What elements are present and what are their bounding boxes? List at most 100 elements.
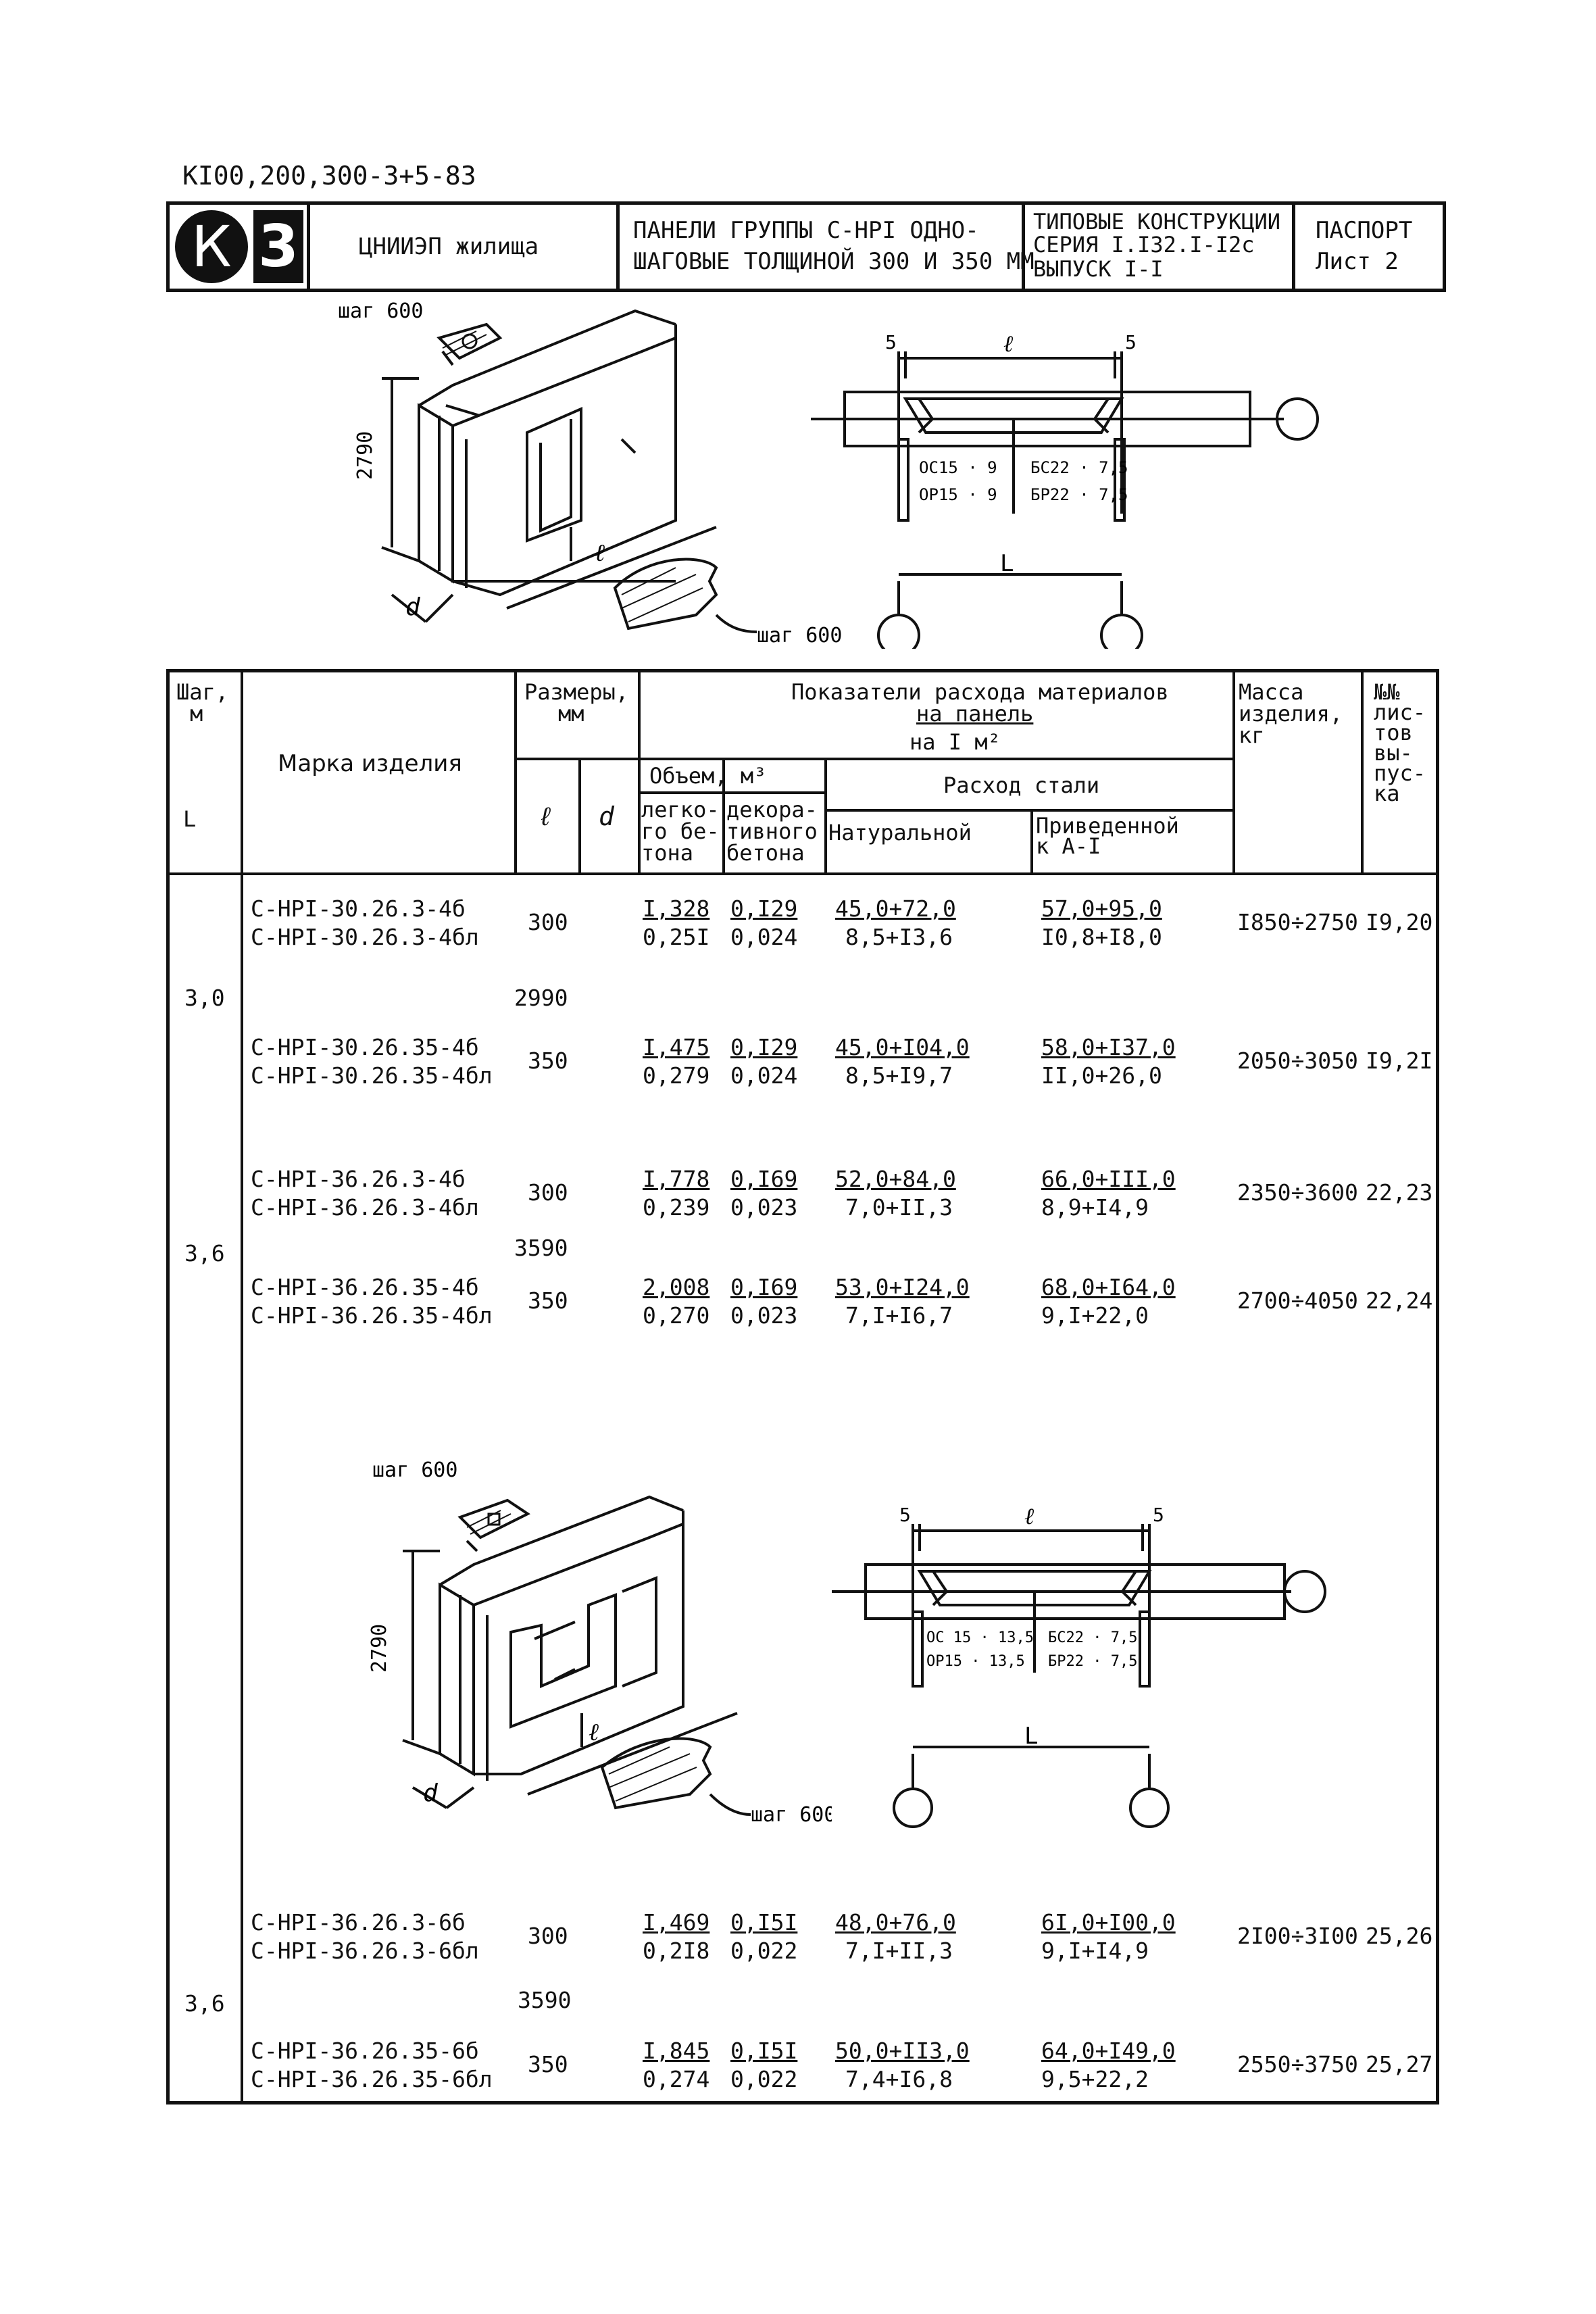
cell-mass: I850÷2750: [1237, 909, 1358, 935]
tag-bc: БС22 · 7,5: [1048, 1629, 1137, 1646]
cell-n1: 53,0+I24,0: [835, 1274, 970, 1300]
header-mark: Марка изделия: [278, 750, 462, 777]
cell-l: 300: [528, 1179, 568, 1206]
tag-op: ОР15 · 13,5: [926, 1653, 1025, 1670]
cell-m1: С-НРI-30.26.3-4б: [251, 895, 466, 922]
cell-d2: 0,024: [730, 1062, 798, 1089]
cell-d1: 0,I5I: [730, 2038, 798, 2064]
tag-oc: ОС 15 · 13,5: [926, 1629, 1034, 1646]
left-offset-dim: 5: [885, 331, 897, 353]
cell-mass: 2I00÷3I00: [1237, 1923, 1358, 1949]
header-light-3: тона: [641, 840, 694, 866]
series-line1: ТИПОВЫЕ КОНСТРУКЦИИ: [1033, 209, 1281, 235]
cell-v2: 0,270: [643, 1302, 710, 1329]
cell-l: 350: [528, 1048, 568, 1074]
cell-mass: 2050÷3050: [1237, 1048, 1358, 1074]
cell-sheets: 22,24: [1366, 1287, 1433, 1314]
cell-m1: С-НРI-36.26.35-6б: [251, 2038, 479, 2064]
step-label-bottom: шаг 600: [751, 1803, 832, 1827]
group-step: 3,6: [184, 1990, 225, 2017]
cell-mass: 2550÷3750: [1237, 2051, 1358, 2077]
left-offset-dim: 5: [899, 1504, 911, 1526]
cell-mass: 2700÷4050: [1237, 1287, 1358, 1314]
height-dim: 2790: [353, 431, 377, 480]
panel-isometric-drawing-1: шаг 600 шаг 600 2790 ℓ d: [338, 299, 842, 647]
series-line2: СЕРИЯ I.I32.I-I2с: [1033, 232, 1255, 257]
cell-v1: I,328: [643, 895, 710, 922]
cell-r2: II,0+26,0: [1041, 1062, 1162, 1089]
header-per-panel: на панель: [916, 701, 1034, 727]
tag-bp: БР22 · 7,5: [1048, 1653, 1137, 1670]
cell-v1: I,469: [643, 1909, 710, 1936]
cell-v1: I,845: [643, 2038, 710, 2064]
header-deco-1: декора-: [726, 797, 818, 822]
series-line3: ВЫПУСК I-I: [1033, 256, 1164, 282]
cell-v2: 0,239: [643, 1194, 710, 1221]
thickness-symbol: d: [423, 1779, 439, 1807]
document-code: КI00,200,300-3+5-83: [182, 161, 476, 191]
header-light-1: легко-: [641, 797, 720, 822]
header-l: ℓ: [538, 802, 553, 831]
section-length-symbol: ℓ: [1024, 1503, 1034, 1530]
header-reduced-2: к А-I: [1036, 833, 1101, 859]
organization-name: ЦНИИЭП жилища: [359, 233, 539, 260]
stamp-title-line1: ПАНЕЛИ ГРУППЫ С-НРI ОДНО-: [633, 217, 979, 244]
panel-isometric-drawing-2: шаг 600 шаг 600 2790 ℓ d: [368, 1458, 832, 1827]
cell-m2: С-НРI-36.26.3-4бл: [251, 1194, 479, 1221]
cell-m2: С-НРI-30.26.35-4бл: [251, 1062, 493, 1089]
cell-l: 350: [528, 2051, 568, 2077]
cell-d1: 0,I69: [730, 1274, 798, 1300]
header-step-unit: м: [190, 701, 203, 727]
cell-r2: 9,5+22,2: [1041, 2066, 1149, 2092]
step-label-top: шаг 600: [372, 1458, 457, 1482]
header-sheets-3: тов: [1374, 720, 1413, 745]
cell-m1: С-НРI-30.26.35-4б: [251, 1034, 479, 1060]
cell-d2: 0,023: [730, 1194, 798, 1221]
header-sizes: Размеры,: [524, 679, 629, 705]
section-drawing-1: 5 5 ℓ L ОС15 · 9 ОР15 · 9 БС22 · 7,5 БР2…: [811, 330, 1319, 649]
cell-d2: 0,022: [730, 2066, 798, 2092]
cell-d2: 0,024: [730, 924, 798, 950]
logo-circle-icon: [175, 210, 248, 283]
length-symbol: ℓ: [589, 1719, 599, 1746]
header-sheets-2: лис-: [1374, 699, 1426, 725]
cell-v2: 0,274: [643, 2066, 710, 2092]
header-deco-2: тивного: [726, 818, 818, 844]
cell-sheets: I9,20: [1366, 909, 1433, 935]
header-sizes-unit: мм: [558, 701, 584, 727]
tag-oc: ОС15 · 9: [919, 458, 997, 477]
tag-op: ОР15 · 9: [919, 485, 997, 504]
section-length-symbol: ℓ: [1003, 330, 1013, 358]
cell-n1: 50,0+II3,0: [835, 2038, 970, 2064]
header-sheets-4: вы-: [1374, 740, 1413, 766]
section-drawing-2: 5 5 ℓ L ОС 15 · 13,5 ОР15 · 13,5 БС22 · …: [832, 1503, 1326, 1828]
step-label-bottom: шаг 600: [757, 624, 842, 647]
cell-r1: 57,0+95,0: [1041, 895, 1162, 922]
header-sheets-5: пус-: [1374, 760, 1426, 786]
header-reduced-1: Приведенной: [1036, 813, 1179, 839]
thickness-symbol: d: [405, 593, 421, 621]
cell-r1: 6I,0+I00,0: [1041, 1909, 1176, 1936]
cell-m2: С-НРI-36.26.35-6бл: [251, 2066, 493, 2092]
cell-m2: С-НРI-36.26.35-4бл: [251, 1302, 493, 1329]
cell-sheets: 25,27: [1366, 2051, 1433, 2077]
materials-table: Шаг, м L Марка изделия Размеры, мм ℓ d П…: [166, 669, 1439, 2104]
title-block: К 3 ЦНИИЭП жилища ПАНЕЛИ ГРУППЫ С-НРI ОД…: [166, 201, 1446, 292]
header-steel: Расход стали: [943, 772, 1100, 798]
cell-n1: 45,0+I04,0: [835, 1034, 970, 1060]
cell-v2: 0,25I: [643, 924, 710, 950]
height-dim: 2790: [368, 1624, 391, 1673]
stamp-title-line2: ШАГОВЫЕ ТОЛЩИНОЙ 300 И 350 ММ: [633, 248, 1034, 275]
tag-bc: БС22 · 7,5: [1030, 458, 1128, 477]
logo: К 3: [170, 205, 310, 289]
cell-m2: С-НРI-36.26.3-6бл: [251, 1938, 479, 1964]
cell-r1: 68,0+I64,0: [1041, 1274, 1176, 1300]
cell-n2: 8,5+I3,6: [845, 924, 953, 950]
cell-n2: 7,I+I6,7: [845, 1302, 953, 1329]
cell-m2: С-НРI-30.26.3-4бл: [251, 924, 479, 950]
cell-d1: 0,I29: [730, 895, 798, 922]
tag-bp: БР22 · 7,5: [1030, 485, 1128, 504]
logo-letter: К: [191, 214, 232, 280]
cell-r2: 9,I+22,0: [1041, 1302, 1149, 1329]
cell-n2: 7,4+I6,8: [845, 2066, 953, 2092]
